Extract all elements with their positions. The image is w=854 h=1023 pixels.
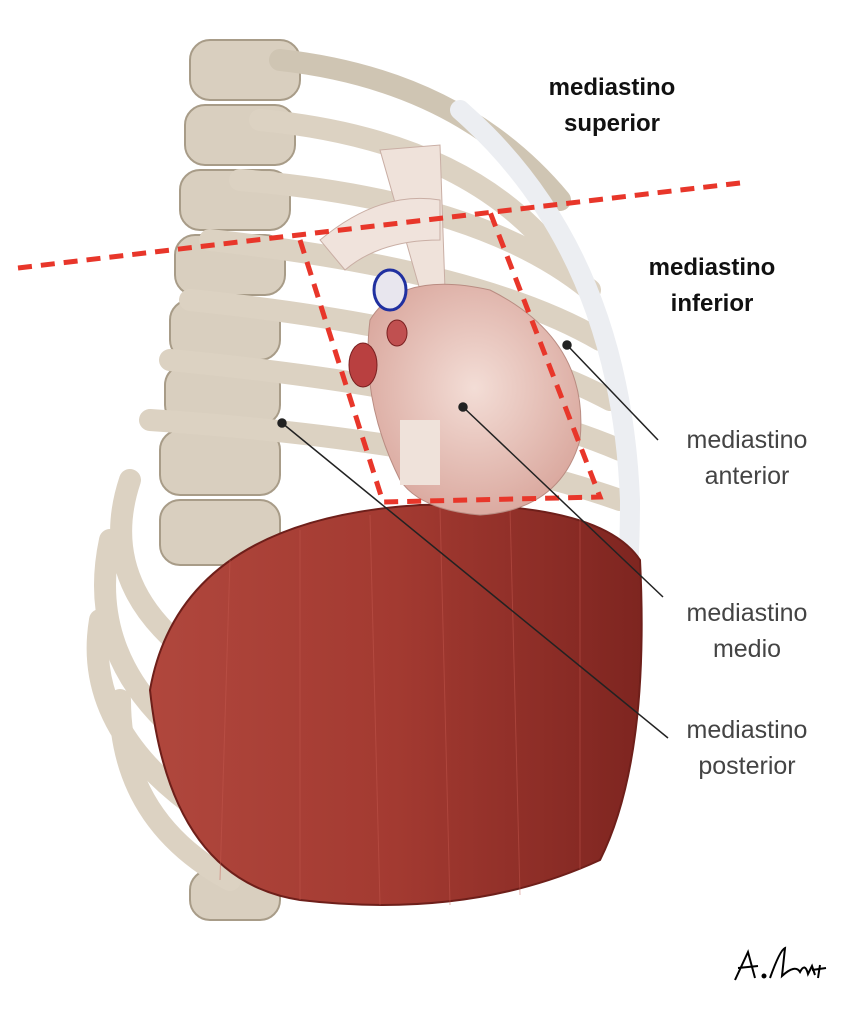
label-line: mediastino (686, 426, 808, 454)
diaphragm (148, 503, 643, 906)
label-line: mediastino (686, 716, 808, 744)
label-line: medio (712, 635, 782, 663)
label-mediastino-posterior: mediastino posterior (647, 712, 847, 784)
division-lines (17, 180, 741, 505)
label-line: mediastino (548, 74, 676, 101)
label-line: mediastino (686, 599, 808, 627)
middle-mediastinum-outline (297, 211, 604, 505)
leader-lines (277, 340, 669, 739)
label-mediastino-superior: mediastino superior (512, 70, 712, 142)
label-line: posterior (698, 752, 796, 780)
heart (319, 144, 582, 516)
label-line: mediastino (648, 254, 776, 281)
diaphragm-fibers (219, 507, 581, 906)
superior-inferior-divider (17, 180, 741, 271)
label-mediastino-anterior: mediastino anterior (647, 422, 847, 494)
label-line: anterior (704, 462, 790, 490)
label-line: superior (563, 110, 661, 137)
label-mediastino-medio: mediastino medio (647, 595, 847, 667)
label-mediastino-inferior: mediastino inferior (612, 250, 812, 322)
signature (734, 946, 827, 981)
label-line: inferior (670, 290, 754, 317)
